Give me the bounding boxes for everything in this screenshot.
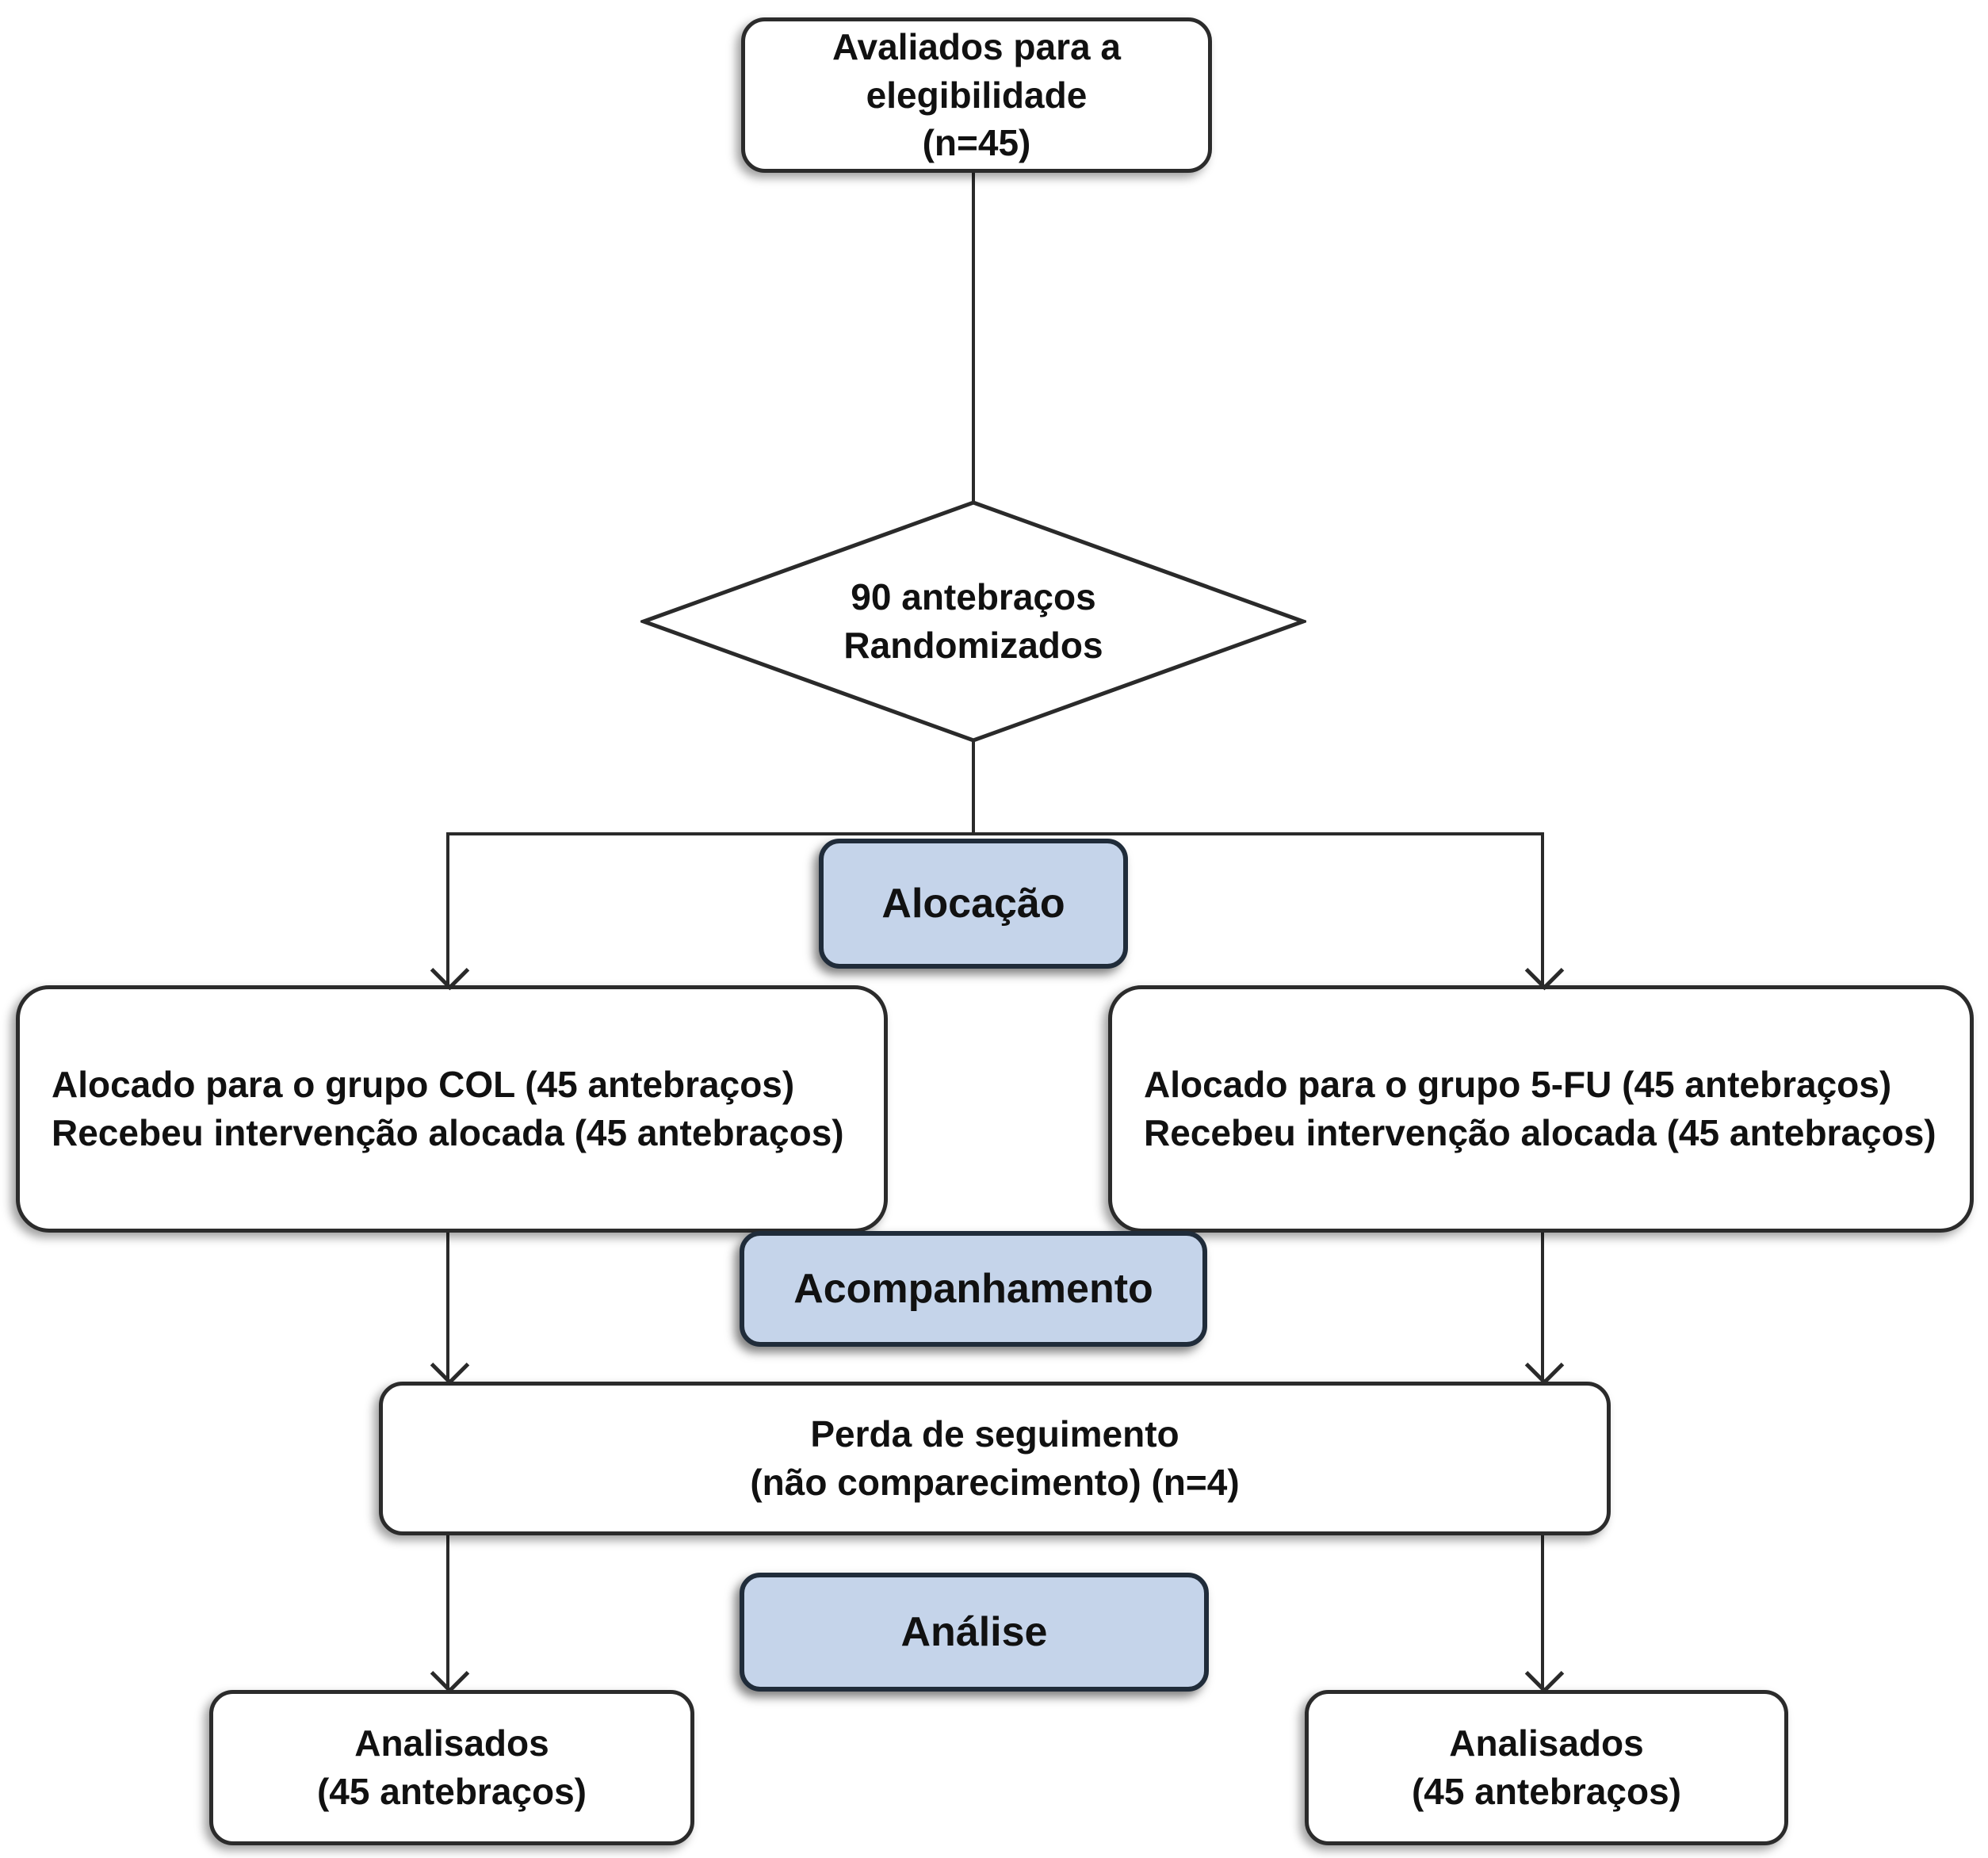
arrowhead-into-5fu bbox=[1524, 950, 1565, 991]
connector-diamond-to-branch bbox=[972, 742, 975, 835]
connector-col-to-analyzed bbox=[446, 1535, 449, 1688]
eligibility-box: Avaliados para a elegibilidade (n=45) bbox=[741, 17, 1212, 173]
lost-followup-box: Perda de seguimento (não comparecimento)… bbox=[379, 1382, 1611, 1535]
connector-5fu-to-followup bbox=[1541, 1233, 1544, 1380]
randomized-diamond: 90 antebraços Randomizados bbox=[640, 499, 1306, 744]
randomized-diamond-label: 90 antebraços Randomizados bbox=[843, 576, 1103, 666]
arrowhead-5fu-into-followup bbox=[1524, 1345, 1565, 1386]
analysis-stage-box: Análise bbox=[740, 1573, 1209, 1692]
connector-eligibility-to-diamond bbox=[972, 173, 975, 501]
connector-branch-to-col bbox=[446, 832, 449, 984]
branch-line bbox=[446, 832, 1544, 835]
diamond-outline bbox=[640, 500, 1306, 743]
connector-col-to-followup bbox=[446, 1233, 449, 1380]
group-col-box: Alocado para o grupo COL (45 antebraços)… bbox=[16, 985, 888, 1233]
analyzed-col-box: Analisados (45 antebraços) bbox=[209, 1690, 694, 1845]
followup-stage-box: Acompanhamento bbox=[740, 1231, 1207, 1347]
analyzed-5fu-box: Analisados (45 antebraços) bbox=[1305, 1690, 1788, 1845]
arrowhead-into-col bbox=[430, 950, 470, 991]
group-5fu-box: Alocado para o grupo 5-FU (45 antebraços… bbox=[1108, 985, 1974, 1233]
arrowhead-into-analyzed-5fu bbox=[1524, 1653, 1565, 1694]
connector-5fu-to-analyzed bbox=[1541, 1535, 1544, 1688]
randomized-diamond-shape bbox=[640, 500, 1306, 743]
arrowhead-into-analyzed-col bbox=[430, 1653, 470, 1694]
allocation-stage-box: Alocação bbox=[819, 839, 1128, 969]
connector-branch-to-5fu bbox=[1541, 832, 1544, 984]
arrowhead-col-into-followup bbox=[430, 1345, 470, 1386]
